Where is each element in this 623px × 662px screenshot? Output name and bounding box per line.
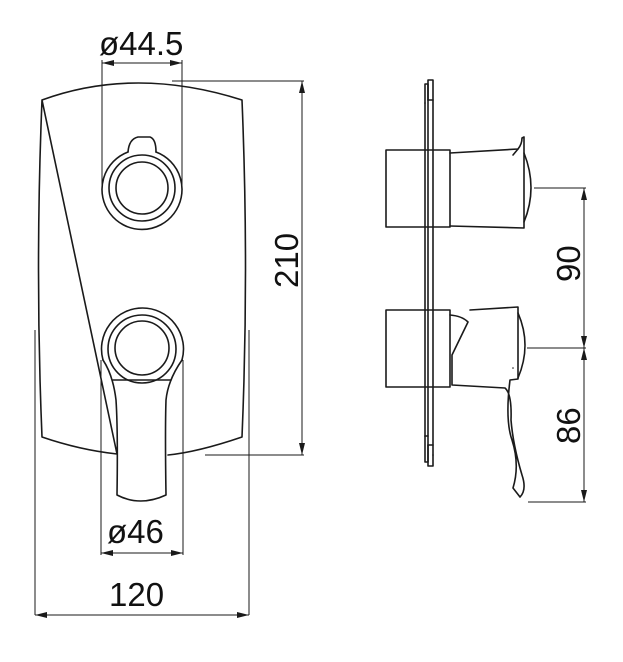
dim-top-knob-diameter: ø44.5: [99, 25, 183, 188]
side-diverter-body: [385, 136, 532, 229]
cover-plate-outline: [37, 82, 247, 456]
dim-plate-width-label: 120: [109, 576, 164, 613]
side-plate-back: [424, 83, 429, 463]
side-mixer-body: [385, 306, 526, 498]
side-diverter-knob: [449, 136, 525, 229]
diverter-knob-outer-ring: [101, 151, 183, 231]
dim-lever-drop-label: 86: [550, 407, 587, 444]
dim-plate-height-label: 210: [268, 233, 305, 288]
side-plate-front: [427, 79, 434, 456]
dim-upper-spacing-label: 90: [550, 245, 587, 282]
dim-plate-height: 210: [172, 80, 305, 456]
side-view: 90 86: [385, 79, 587, 503]
diverter-knob: [101, 136, 183, 231]
mixer-lever: [100, 307, 185, 502]
diverter-knob-inner-ring: [115, 161, 169, 215]
mixer-lever-middle-ring: [107, 314, 177, 384]
diverter-knob-tab: [127, 136, 157, 153]
dim-plate-width: 120: [35, 576, 249, 618]
mixer-lever-arm: [102, 359, 183, 502]
dim-bottom-knob-diameter: ø46: [100, 360, 184, 556]
side-diverter-cap: [523, 152, 532, 223]
dim-top-knob-diameter-label: ø44.5: [99, 25, 183, 62]
mixer-lever-outer-ring: [100, 307, 185, 361]
mixer-lever-inner-ring: [114, 320, 170, 376]
front-view: ø44.5 210 ø46 120: [34, 25, 305, 618]
side-mixer-cap: [517, 312, 526, 379]
dim-lever-drop: 86: [527, 347, 587, 503]
dim-upper-spacing: 90: [534, 187, 587, 348]
side-mixer-lever: [449, 306, 525, 498]
diverter-knob-middle-ring: [108, 154, 176, 222]
dim-bottom-knob-diameter-label: ø46: [107, 513, 164, 550]
